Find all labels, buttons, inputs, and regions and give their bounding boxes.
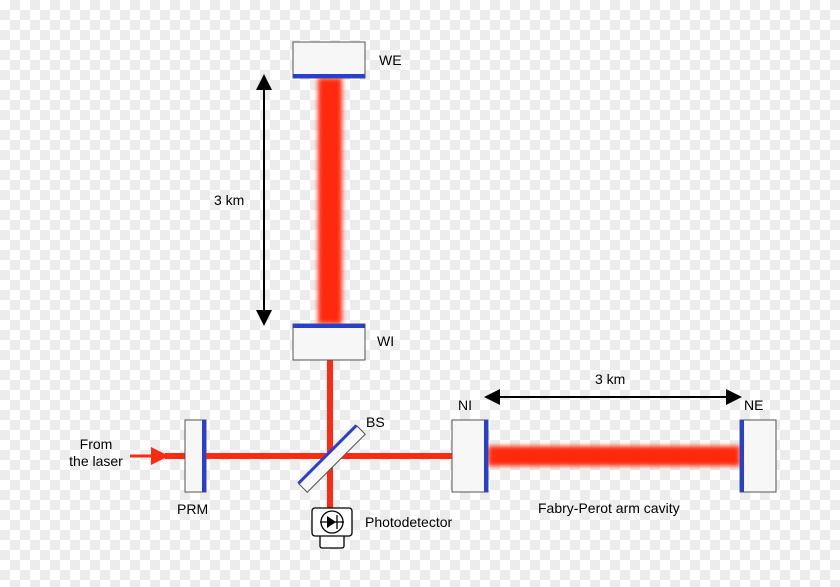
photodetector	[311, 507, 353, 549]
bs-label: BS	[366, 414, 385, 430]
from-laser-line1: From	[79, 436, 113, 452]
prm-label: PRM	[177, 501, 209, 517]
from-laser-line2: the laser	[69, 452, 123, 469]
from-laser-label: From the laser	[56, 436, 136, 470]
wi-bs-beam	[327, 360, 333, 458]
we-label: WE	[379, 52, 402, 68]
west-arm-beam	[318, 78, 342, 324]
prm-mirror	[184, 419, 207, 493]
north-arm-beam	[488, 446, 740, 466]
cavity-label: Fabry-Perot arm cavity	[538, 500, 680, 516]
west-arm-length-label: 3 km	[214, 192, 245, 208]
we-mirror	[292, 41, 366, 79]
mirrors	[184, 41, 777, 493]
ne-mirror	[739, 419, 777, 493]
beamsplitter	[297, 424, 366, 493]
north-arm-length-label: 3 km	[595, 371, 626, 387]
photodetector-label: Photodetector	[365, 514, 453, 530]
wi-label: WI	[377, 333, 395, 349]
ni-mirror	[451, 419, 489, 493]
laser-beams	[130, 78, 740, 508]
wi-mirror	[292, 323, 366, 361]
ni-label: NI	[458, 397, 472, 413]
bs-photodetector-beam	[327, 458, 333, 508]
input-beam-segment	[165, 453, 185, 459]
ne-label: NE	[744, 397, 764, 413]
